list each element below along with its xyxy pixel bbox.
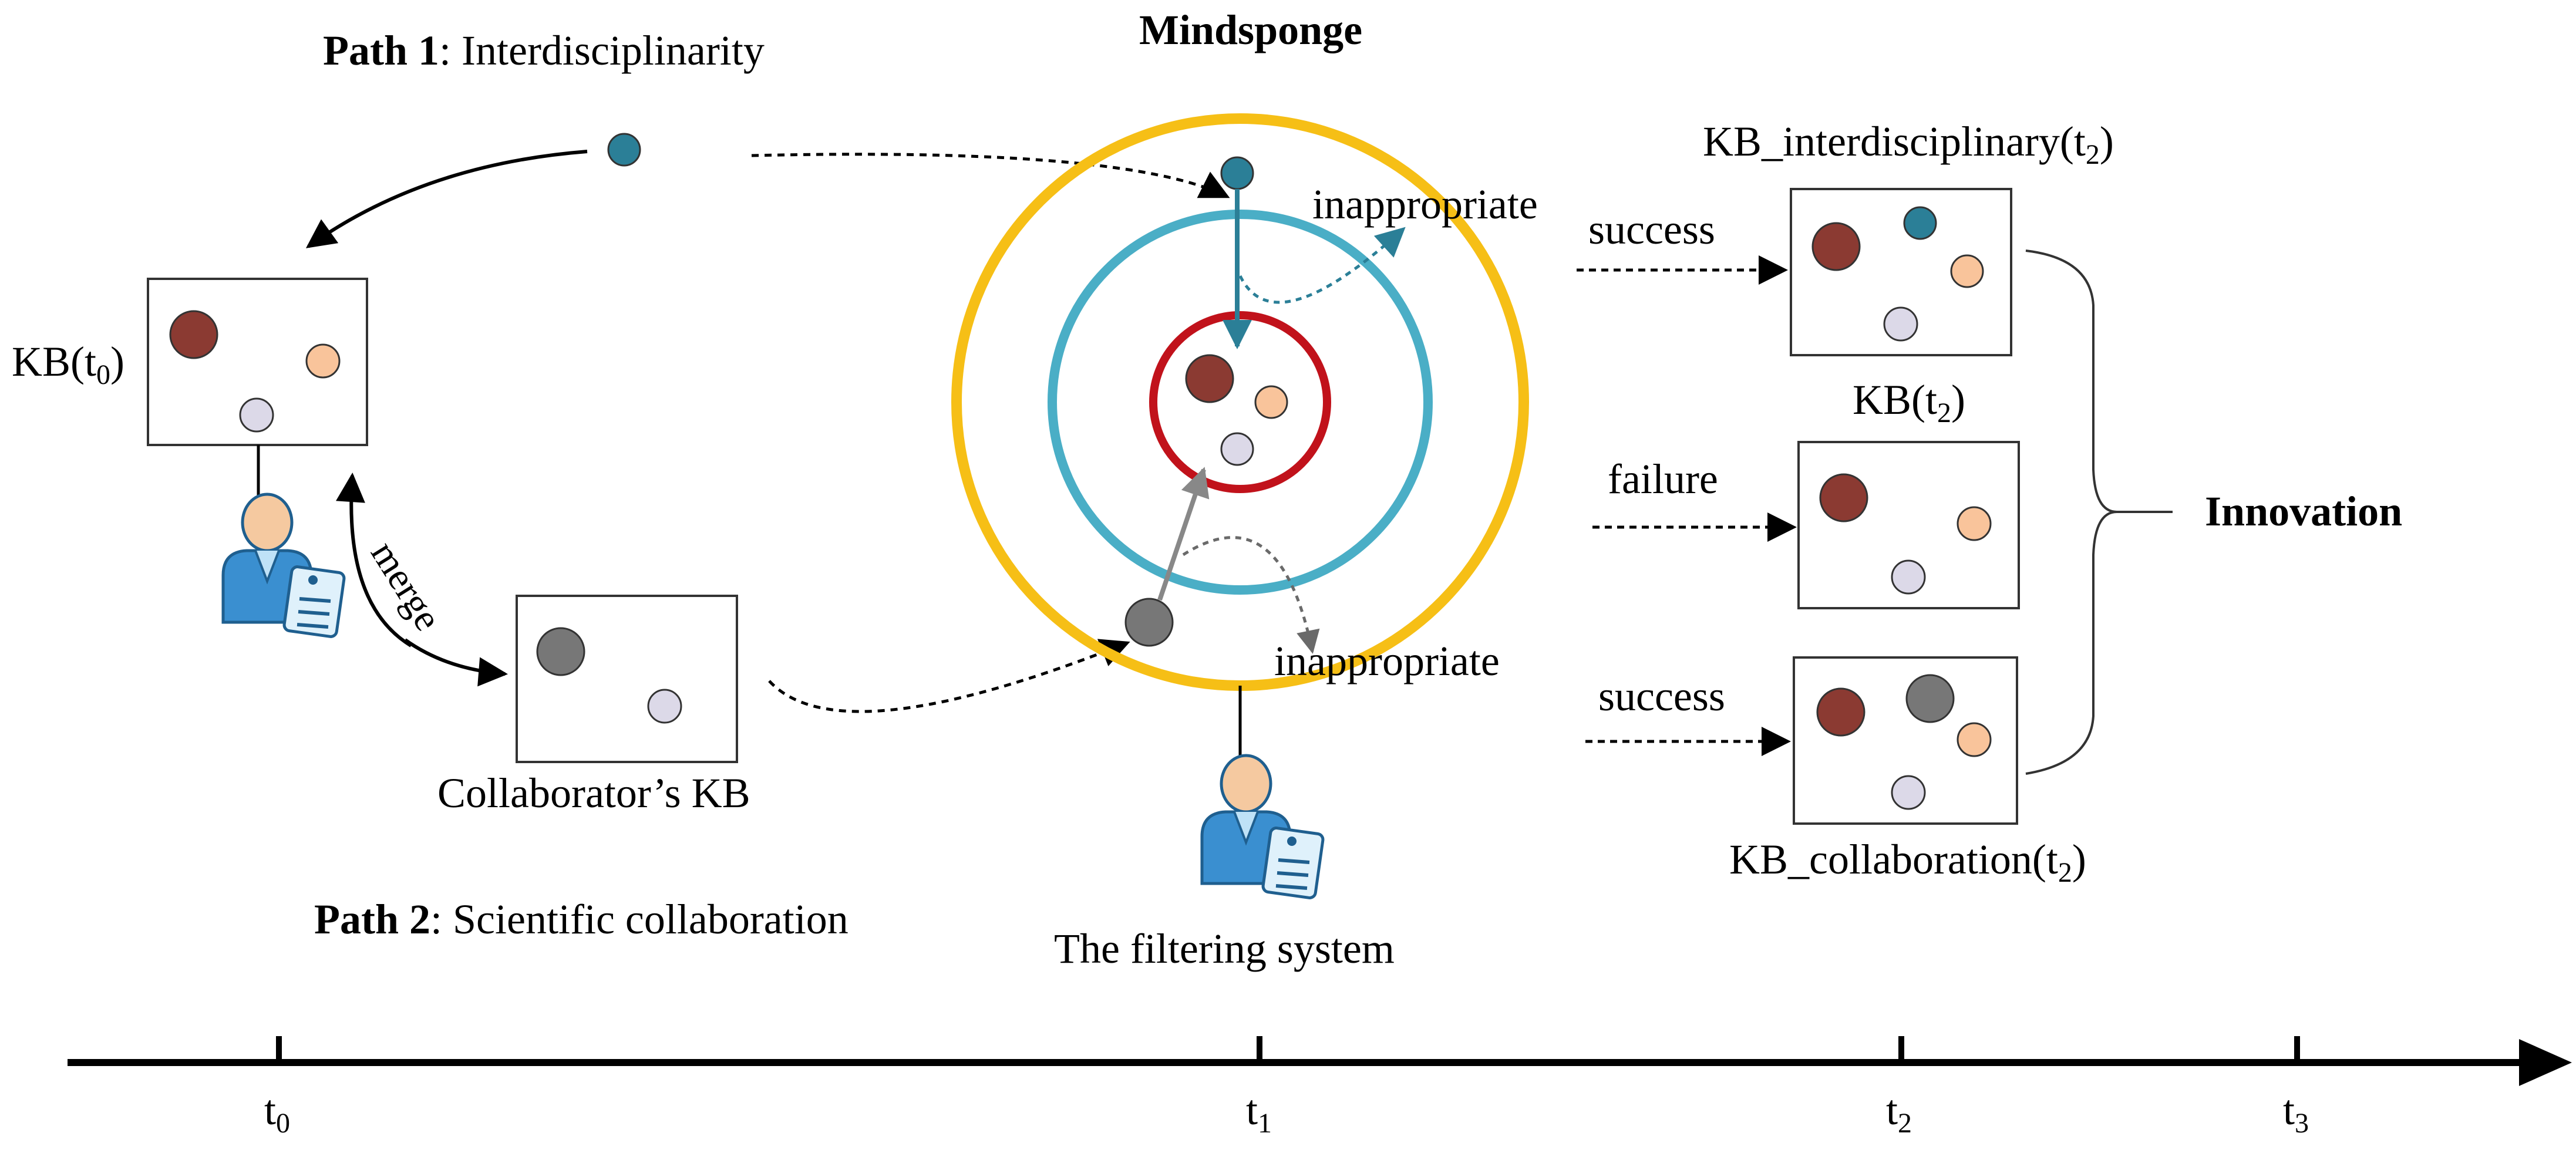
merge-arrow-right — [404, 638, 508, 687]
collaborator-gray-dot — [536, 627, 585, 676]
kb-t0-label: KB(t0) — [12, 338, 124, 390]
tick-label-t1: t1 — [1246, 1087, 1272, 1139]
inappropriate-top-label: inappropriate — [1312, 181, 1538, 228]
kb-interdisciplinary-peach-dot — [1950, 254, 1984, 288]
kb-t0-lavender-dot — [239, 397, 274, 433]
path1-title: Path 1: Interdisciplinarity — [323, 27, 765, 74]
person-with-id-card-icon — [1202, 756, 1324, 899]
merge-arrow-up — [336, 473, 412, 647]
core-peach-dot — [1254, 385, 1288, 419]
innovation-label: Innovation — [2205, 488, 2402, 535]
outcome-3-label: success — [1598, 673, 1725, 720]
outcome-2-label: failure — [1608, 456, 1718, 503]
kb-interdisciplinary-label: KB_interdisciplinary(t2) — [1703, 118, 2114, 170]
filtering-system-label: The filtering system — [1054, 925, 1395, 972]
kb-collaboration-brown-dot — [1816, 687, 1866, 737]
innovation-brace — [2025, 249, 2117, 775]
collaborator-kb-box — [516, 595, 738, 763]
merge-label: merge — [362, 534, 450, 638]
kb-collaboration-gray-dot — [1905, 674, 1955, 723]
kb-t2-label: KB(t2) — [1853, 376, 1965, 429]
path2-title: Path 2: Scientific collaboration — [314, 896, 848, 943]
timeline-arrowhead — [2519, 1039, 2572, 1086]
incoming-gray-dot — [1124, 598, 1174, 647]
inappropriate-bottom-label: inappropriate — [1274, 638, 1500, 684]
kb-t0-peach-dot — [305, 343, 341, 379]
kb-collaboration-lavender-dot — [1891, 775, 1926, 810]
collaborator-kb-label: Collaborator’s KB — [437, 770, 750, 817]
outcome-1-label: success — [1588, 206, 1715, 253]
tick-label-t0: t0 — [264, 1087, 290, 1139]
kb-t2-peach-dot — [1957, 506, 1992, 541]
inner-ring — [1149, 311, 1331, 493]
kb-t0-brown-dot — [169, 310, 218, 359]
middle-ring — [1048, 210, 1433, 595]
core-brown-dot — [1185, 354, 1234, 403]
tick-label-t2: t2 — [1886, 1087, 1912, 1139]
kb-collaboration-peach-dot — [1957, 722, 1992, 757]
core-lavender-dot — [1220, 432, 1254, 466]
kb-interdisciplinary-teal-dot — [1903, 206, 1937, 240]
new-knowledge-dot-path1 — [607, 133, 641, 167]
dashed-arrow-to-filter-path2 — [768, 639, 1130, 713]
teal-reject-arrow — [1238, 227, 1406, 304]
kb-collaboration-label: KB_collaboration(t2) — [1729, 836, 2086, 888]
dashed-arrow-to-filter-path1 — [751, 153, 1230, 198]
kb-interdisciplinary-brown-dot — [1811, 222, 1861, 271]
gray-accept-arrow — [1157, 467, 1210, 601]
kb-t2-lavender-dot — [1891, 559, 1926, 595]
person-with-id-card-icon — [223, 494, 345, 638]
tick-label-t3: t3 — [2283, 1087, 2309, 1139]
gray-reject-arrow — [1182, 536, 1320, 654]
incoming-teal-dot — [1220, 156, 1254, 190]
kb-t2-brown-dot — [1819, 473, 1868, 522]
mindsponge-title: Mindsponge — [1139, 6, 1362, 53]
arrow-to-kb-t0 — [305, 150, 588, 248]
collaborator-lavender-dot — [647, 689, 682, 724]
kb-interdisciplinary-lavender-dot — [1883, 306, 1918, 342]
